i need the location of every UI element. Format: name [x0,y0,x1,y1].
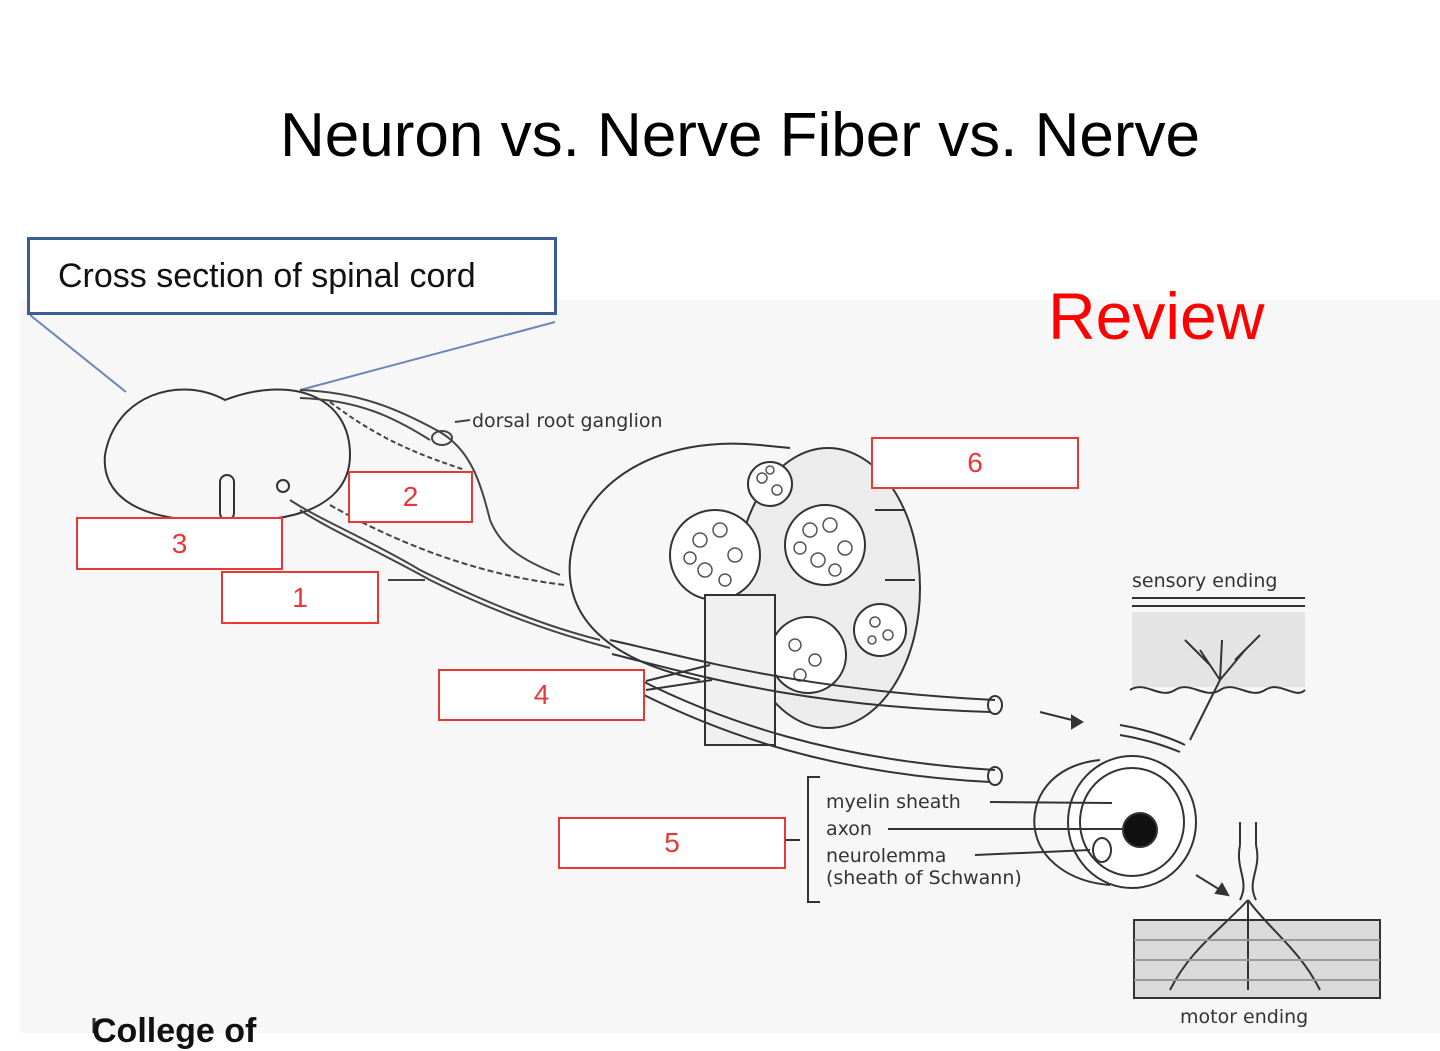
answer-box-6[interactable]: 6 [871,437,1079,489]
footer-text: College of [92,1012,257,1050]
myelin-sheath-label: myelin sheath [826,791,961,813]
motor-ending [1133,822,1381,999]
dorsal-root-ganglion-label: dorsal root ganglion [472,410,663,432]
answer-box-1[interactable]: 1 [221,571,379,624]
review-label: Review [1048,279,1265,353]
answer-box-3[interactable]: 3 [76,517,283,570]
answer-box-5[interactable]: 5 [558,817,786,869]
emerging-fibers [609,639,1003,786]
nerve-cylinder [568,442,921,746]
fiber-cross-section [785,755,1197,903]
sheath-of-schwann-label: (sheath of Schwann) [826,867,1022,889]
motor-ending-label: motor ending [1180,1006,1309,1028]
dorsal-root [299,389,491,521]
sensory-ending [1119,597,1306,753]
callout-pointer-right [299,321,556,391]
sensory-ending-label: sensory ending [1132,570,1278,592]
slide-title: Neuron vs. Nerve Fiber vs. Nerve [280,101,1200,170]
answer-box-4[interactable]: 4 [438,669,645,721]
answer-box-2[interactable]: 2 [348,471,473,523]
callout-pointer-left [29,314,127,393]
axon-label: axon [826,818,872,840]
spinal-cord-callout: Cross section of spinal cord [27,237,557,315]
arrows [1039,711,1230,897]
neurolemma-label: neurolemma [826,845,947,867]
